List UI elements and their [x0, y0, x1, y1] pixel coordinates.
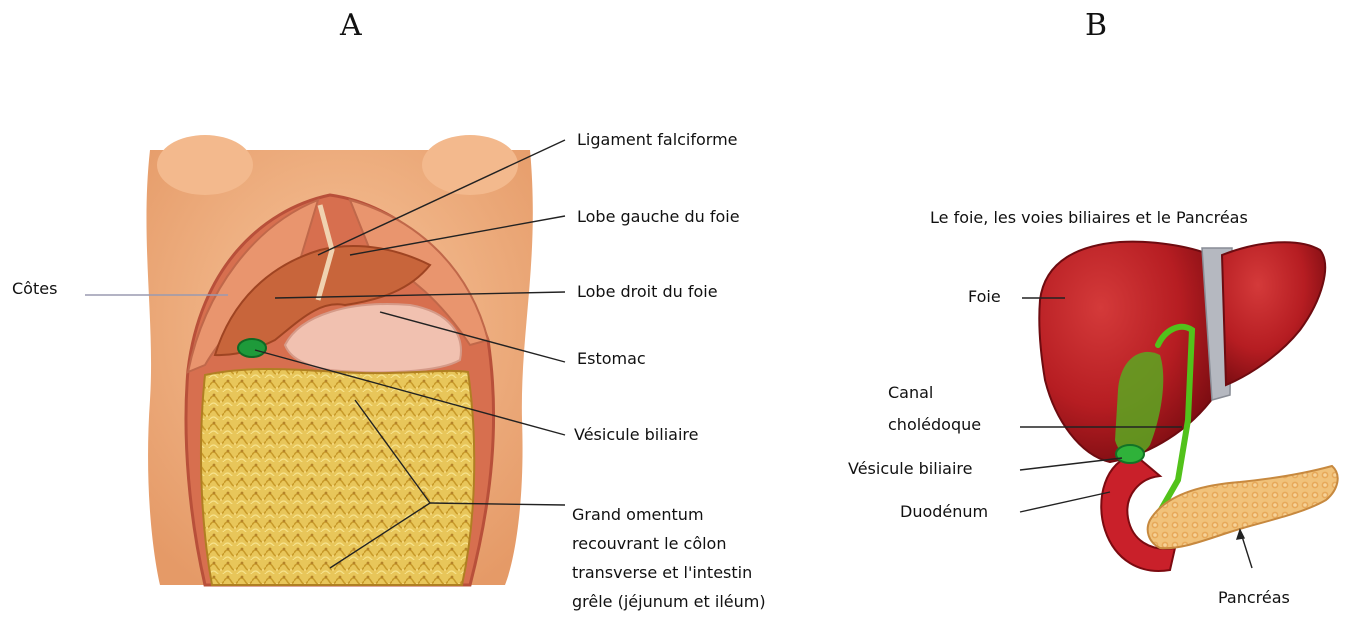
panel-b-title: Le foie, les voies biliaires et le Pancr… — [930, 205, 1248, 230]
label-omentum-line-2: recouvrant le côlon — [572, 529, 766, 558]
label-canal-choledoque: Canal cholédoque — [888, 377, 981, 441]
label-lobe-gauche: Lobe gauche du foie — [577, 204, 740, 229]
label-omentum-line-3: transverse et l'intestin — [572, 558, 766, 587]
label-omentum-line-4: grêle (jéjunum et iléum) — [572, 587, 766, 616]
label-cotes: Côtes — [12, 276, 57, 301]
panel-letter-a: A — [340, 8, 362, 43]
label-grand-omentum: Grand omentum recouvrant le côlon transv… — [572, 500, 766, 616]
liver-pancreas-illustration — [1039, 242, 1337, 571]
label-ligament-falciforme: Ligament falciforme — [577, 127, 738, 152]
label-estomac: Estomac — [577, 346, 646, 371]
torso-illustration — [146, 135, 532, 585]
label-vesicule-biliaire-b: Vésicule biliaire — [848, 456, 972, 481]
label-foie: Foie — [968, 284, 1001, 309]
label-lobe-droit: Lobe droit du foie — [577, 279, 718, 304]
label-pancreas: Pancréas — [1218, 585, 1290, 610]
panel-letter-b: B — [1085, 8, 1107, 43]
label-duodenum: Duodénum — [900, 499, 988, 524]
label-omentum-line-1: Grand omentum — [572, 500, 766, 529]
label-canal-line-2: cholédoque — [888, 409, 981, 441]
label-canal-line-1: Canal — [888, 377, 981, 409]
label-vesicule-biliaire-a: Vésicule biliaire — [574, 422, 698, 447]
